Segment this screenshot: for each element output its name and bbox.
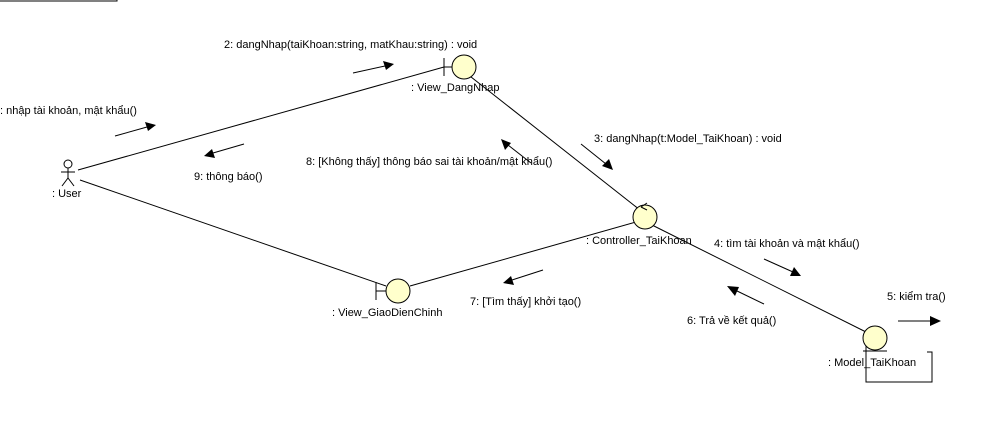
message-m1: : nhập tài khoản, mật khẩu() (0, 105, 137, 117)
link-view-dangnhap-controller (465, 72, 641, 211)
arrow-m5 (898, 316, 941, 326)
links (77, 66, 933, 383)
model-label: : Model_TaiKhoan (828, 357, 916, 369)
self-link-model (865, 342, 933, 383)
arrow-m2 (352, 61, 394, 74)
actor-user-label: : User (52, 188, 82, 200)
arrow-m1 (114, 122, 156, 137)
message-m7: 7: [Tìm thấy] khởi tạo() (470, 296, 581, 308)
link-user-view-dangnhap (77, 66, 445, 171)
arrow-m3 (580, 143, 613, 170)
message-m6: 6: Trả về kết quả() (687, 315, 776, 327)
message-m8: 8: [Không thấy] thông báo sai tài khoản/… (306, 156, 552, 168)
message-m2: 2: dangNhap(taiKhoan:string, matKhau:str… (224, 39, 477, 51)
controller-label: : Controller_TaiKhoan (586, 235, 692, 247)
arrow-m7 (503, 269, 544, 285)
actor-leg-right (67, 177, 75, 187)
message-arrows (114, 61, 941, 326)
boundary-icon (451, 54, 477, 80)
message-labels: : nhập tài khoản, mật khẩu() 2: dangNhap… (0, 39, 946, 327)
view-giaodien-label: : View_GiaoDienChinh (332, 307, 442, 319)
arrow-m9 (204, 143, 245, 158)
message-m4: 4: tìm tài khoản và mật khẩu() (714, 238, 860, 250)
object-view-dangnhap[interactable]: : View_DangNhap (411, 54, 499, 94)
actor-user[interactable]: : User (52, 159, 82, 200)
object-model-taikhoan[interactable]: : Model_TaiKhoan (828, 325, 916, 369)
window-fragment (0, 0, 118, 2)
object-view-giaodienchinh[interactable]: : View_GiaoDienChinh (332, 278, 442, 319)
control-icon (632, 204, 658, 230)
link-view-giaodien-controller (409, 221, 637, 287)
message-m5: 5: kiểm tra() (887, 291, 946, 303)
view-dangnhap-label: : View_DangNhap (411, 82, 499, 94)
link-controller-model (651, 224, 869, 334)
arrow-m8 (501, 139, 532, 164)
control-icon-arrow (640, 202, 648, 211)
object-controller-taikhoan[interactable]: : Controller_TaiKhoan (586, 202, 692, 247)
link-user-view-giaodien (79, 179, 387, 287)
arrow-m4 (763, 258, 801, 276)
actor-user-icon (63, 159, 73, 169)
actor-leg-left (61, 177, 69, 187)
arrow-m6 (727, 286, 765, 305)
boundary-icon (385, 278, 411, 304)
entity-icon (862, 325, 888, 351)
message-m3: 3: dangNhap(t:Model_TaiKhoan) : void (594, 133, 782, 145)
message-m9: 9: thông báo() (194, 171, 263, 183)
